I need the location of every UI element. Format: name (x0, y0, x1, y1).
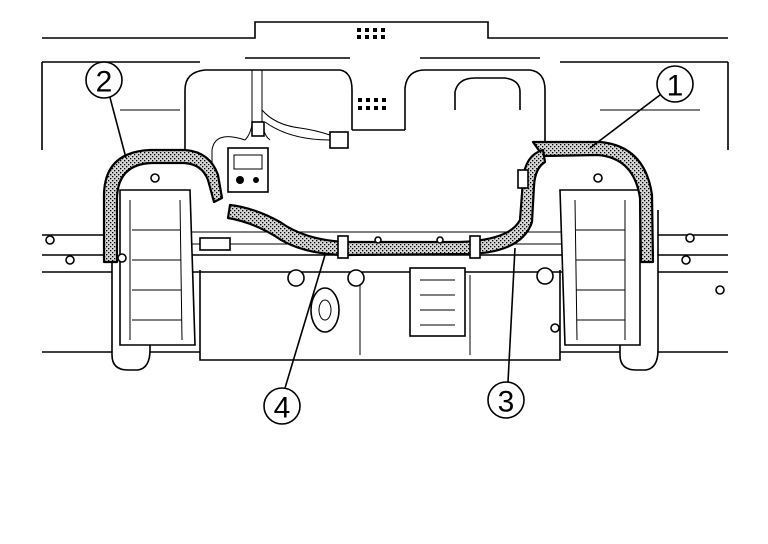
relay-block (227, 147, 269, 193)
svg-text:4: 4 (274, 392, 291, 425)
callout-4: 4 (263, 387, 301, 425)
svg-text:2: 2 (96, 66, 113, 99)
svg-text:3: 3 (498, 386, 515, 419)
dot-grid-top (357, 28, 386, 110)
callout-1: 1 (656, 65, 694, 103)
tow-hook-area (287, 267, 554, 337)
harness-main-run (226, 148, 547, 257)
left-bumper-bracket (111, 173, 196, 371)
callout-3: 3 (487, 381, 525, 419)
svg-text:1: 1 (667, 70, 684, 103)
body-panel-upper (41, 21, 729, 150)
callout-2: 2 (85, 61, 123, 99)
leader-lines (107, 89, 661, 389)
bolt-row (45, 233, 725, 333)
harness-loop-left (102, 148, 224, 264)
harness-loop-right (531, 140, 655, 264)
connector-upper (251, 121, 349, 149)
harness-clips (199, 169, 529, 259)
